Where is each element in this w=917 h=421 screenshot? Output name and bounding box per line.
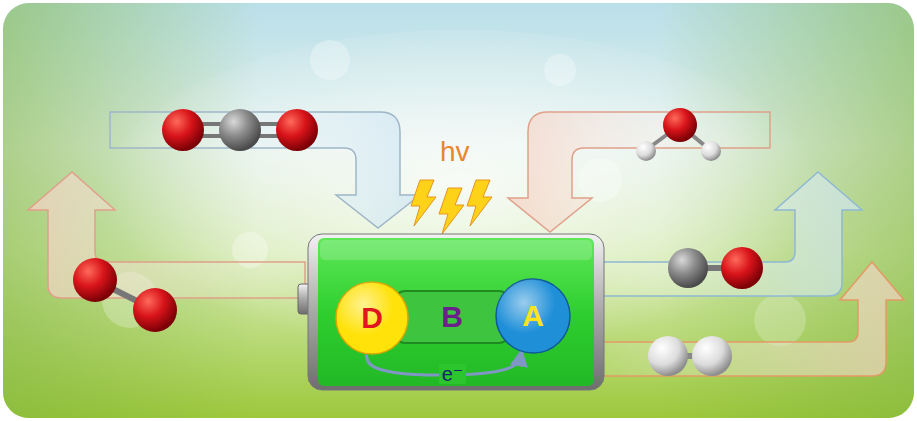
h2o-molecule: [636, 141, 656, 161]
battery: [308, 234, 604, 390]
bokeh-light: [578, 158, 622, 202]
lightning-bolt: [411, 180, 436, 226]
lightning-bolt: [467, 180, 492, 226]
flow-arrow: [600, 172, 862, 296]
donor-circle-shape: [336, 282, 408, 354]
flow-arrow: [28, 172, 305, 298]
bokeh-light: [544, 54, 576, 86]
h2-molecule: [648, 336, 688, 376]
lightning-bolt: [439, 188, 464, 234]
co-molecule: [668, 248, 708, 288]
h2o-molecule: [701, 141, 721, 161]
h2o-molecule: [636, 108, 721, 161]
co2-molecule: [162, 109, 204, 151]
co2-molecule: [219, 109, 261, 151]
h2-molecule: [648, 336, 732, 376]
bokeh-light: [754, 294, 806, 346]
battery: [320, 240, 592, 260]
electron-label: e⁻: [439, 364, 467, 384]
background-panel: [3, 3, 914, 418]
battery: [298, 234, 604, 390]
flow-arrow: [110, 112, 420, 228]
light-symbol: hv: [440, 138, 470, 166]
bokeh-light: [102, 40, 806, 346]
battery: [318, 238, 594, 386]
bridge-box: B: [394, 290, 510, 344]
o2-molecule: [73, 258, 177, 332]
acceptor-circle: A: [495, 278, 571, 354]
h2-molecule: [692, 336, 732, 376]
donor-circle-shine: [336, 282, 408, 354]
node-letter: D: [361, 303, 383, 333]
o2-molecule: [73, 258, 117, 302]
donor-circle: D: [335, 281, 409, 355]
co-molecule: [668, 247, 763, 289]
bridge-box-shape: [395, 291, 509, 343]
flow-arrow: [28, 112, 904, 376]
node-letter: A: [522, 301, 544, 331]
node-letter: B: [441, 302, 463, 332]
co2-molecule: [276, 109, 318, 151]
background-panel: [3, 3, 914, 418]
lightning-bolt: [411, 180, 492, 234]
flow-arrow: [508, 112, 770, 232]
co-molecule: [721, 247, 763, 289]
acceptor-circle-shape: [496, 279, 570, 353]
background-panel: [100, 30, 820, 370]
co2-molecule: [162, 109, 318, 151]
acceptor-circle-shine: [496, 279, 570, 353]
bokeh-light: [310, 40, 350, 80]
o2-molecule: [133, 288, 177, 332]
h2o-molecule: [663, 108, 697, 142]
